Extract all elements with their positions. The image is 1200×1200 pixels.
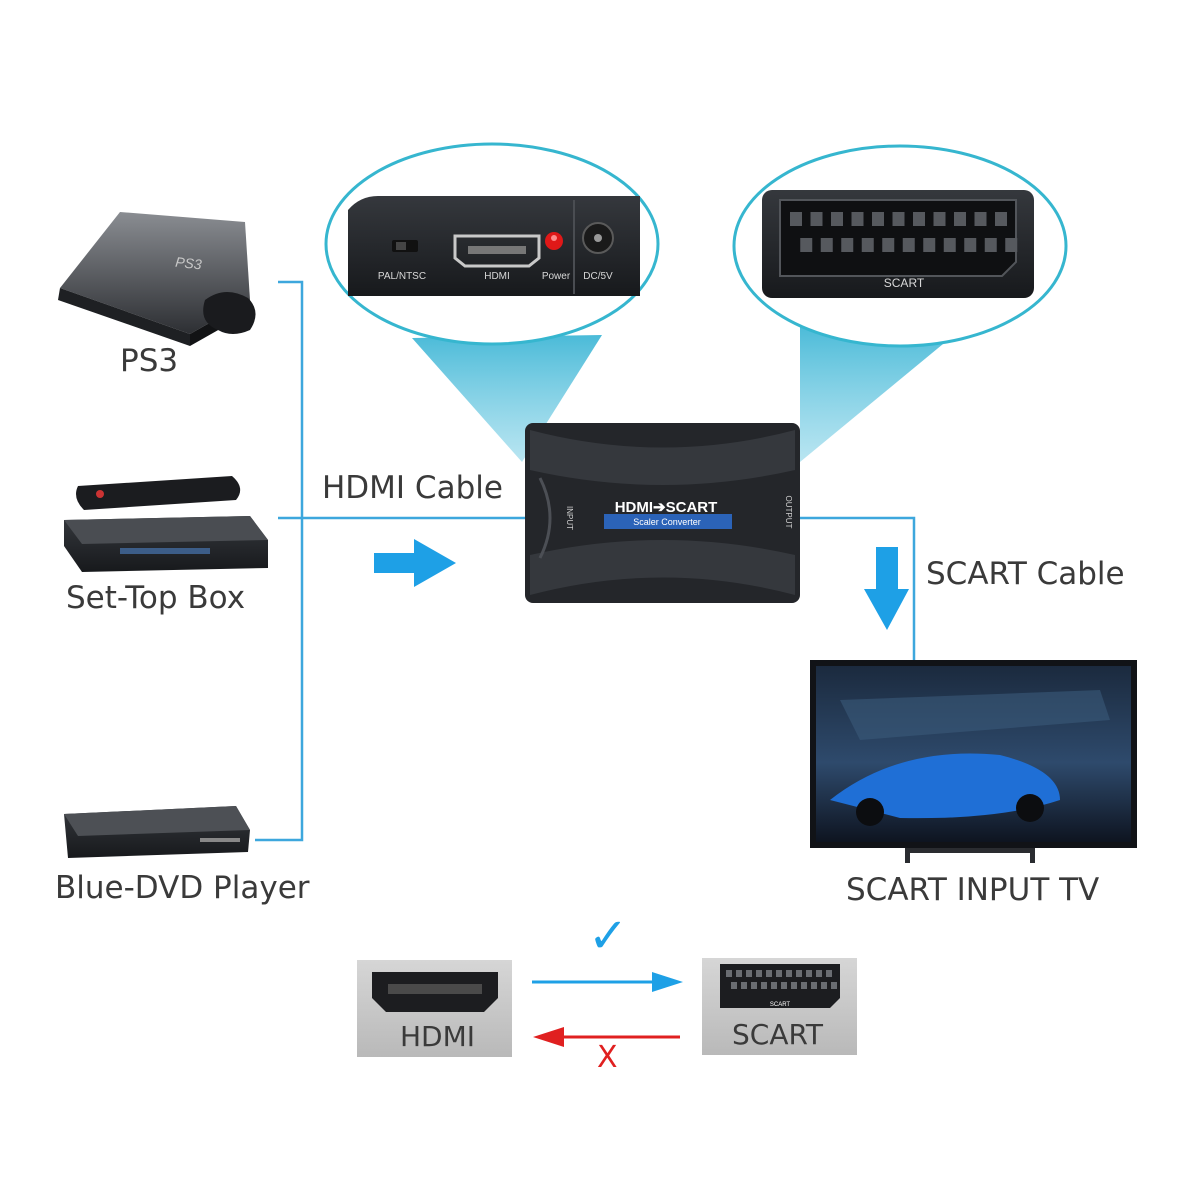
scart-pin: [1005, 238, 1018, 252]
power-led-label: Power: [542, 271, 571, 282]
car-icon: [830, 753, 1060, 819]
source-bracket-line: [255, 280, 527, 842]
scart-pin: [995, 212, 1007, 226]
scart-pin: [766, 970, 772, 977]
scart-pin: [902, 238, 915, 252]
scart-pin: [984, 238, 997, 252]
legend-scart-label: SCART: [732, 1018, 823, 1051]
scart-pin: [964, 238, 977, 252]
scart-pin: [913, 212, 925, 226]
converter-output-label: OUTPUT: [784, 496, 793, 529]
scart-pin: [826, 970, 832, 977]
output-panel-zoom: [732, 144, 1068, 348]
ps3-logo-text: PS3: [175, 254, 203, 273]
scart-pin: [731, 982, 737, 989]
scart-pin: [861, 238, 874, 252]
scart-pin: [800, 238, 813, 252]
scart-pin: [851, 212, 864, 226]
scart-pin: [933, 212, 946, 226]
input-panel-zoom: [324, 142, 660, 346]
output-connection-line: [798, 516, 916, 660]
scart-flow-arrow-icon: [864, 547, 909, 630]
scart-pin: [974, 212, 987, 226]
scart-pin: [746, 970, 752, 977]
scart-cable-label: SCART Cable: [926, 556, 1125, 592]
scart-pin: [756, 970, 762, 977]
hdmi-port-label: HDMI: [484, 271, 510, 282]
scart-pin: [811, 982, 817, 989]
converter-subtitle: Scaler Converter: [633, 517, 701, 527]
set-top-box-image: [64, 476, 268, 572]
dc-jack-label: DC/5V: [583, 271, 613, 282]
output-callout-cone: [800, 325, 960, 462]
converter-subtitle-bar: [604, 514, 732, 529]
scart-mini-label: SCART: [770, 1002, 791, 1008]
blocked-direction-arrow-icon: [533, 1027, 564, 1047]
scart-pin: [882, 238, 895, 252]
scart-pin: [741, 982, 747, 989]
scart-pin: [954, 212, 966, 226]
scart-pin: [923, 238, 936, 252]
converter-title: HDMI➔SCART: [615, 499, 718, 516]
scart-pin: [751, 982, 757, 989]
set-top-box-label: Set-Top Box: [66, 580, 246, 616]
tv-label: SCART INPUT TV: [846, 872, 1100, 908]
scart-pin: [820, 238, 833, 252]
hdmi-flow-arrow-icon: [374, 539, 456, 587]
scart-pin: [810, 212, 823, 226]
scart-pin: [786, 970, 792, 977]
scart-pin: [776, 970, 782, 977]
bluray-player-image: [64, 806, 250, 858]
tv-image: [810, 660, 1137, 863]
input-callout-cone: [412, 335, 602, 462]
scart-pin: [801, 982, 807, 989]
blocked-x-icon: X: [597, 1040, 618, 1075]
allowed-direction-arrow-icon: [652, 972, 683, 992]
hdmi-port-icon: [453, 234, 541, 268]
allowed-check-icon: ✓: [588, 908, 629, 964]
scart-pin: [781, 982, 787, 989]
hdmi-cable-label: HDMI Cable: [322, 470, 503, 506]
scart-pin: [726, 970, 732, 977]
scart-pin: [821, 982, 827, 989]
ps3-label: PS3: [120, 343, 179, 379]
scart-pin: [892, 212, 905, 226]
scart-pin: [736, 970, 742, 977]
scart-pin: [771, 982, 777, 989]
direction-legend: [357, 958, 857, 1057]
scart-pin: [943, 238, 956, 252]
scart-pin: [806, 970, 812, 977]
scart-pin: [796, 970, 802, 977]
scart-pin: [816, 970, 822, 977]
scart-pin: [841, 238, 854, 252]
converter-box: [525, 423, 800, 603]
remote-control-icon: [76, 476, 241, 510]
bluray-player-label: Blue-DVD Player: [55, 870, 310, 906]
scart-pin: [872, 212, 884, 226]
scart-pin: [790, 212, 802, 226]
scart-pin: [791, 982, 797, 989]
pal-ntsc-label: PAL/NTSC: [378, 271, 426, 282]
scart-pin: [761, 982, 767, 989]
legend-hdmi-label: HDMI: [400, 1020, 476, 1053]
scart-pin: [831, 982, 837, 989]
scart-pin: [831, 212, 843, 226]
controller-icon: [203, 291, 256, 334]
converter-input-label: INPUT: [565, 506, 574, 530]
ps3-console-image: [58, 212, 256, 346]
scart-port-label: SCART: [884, 276, 925, 290]
scart-port-icon: [779, 199, 1017, 277]
